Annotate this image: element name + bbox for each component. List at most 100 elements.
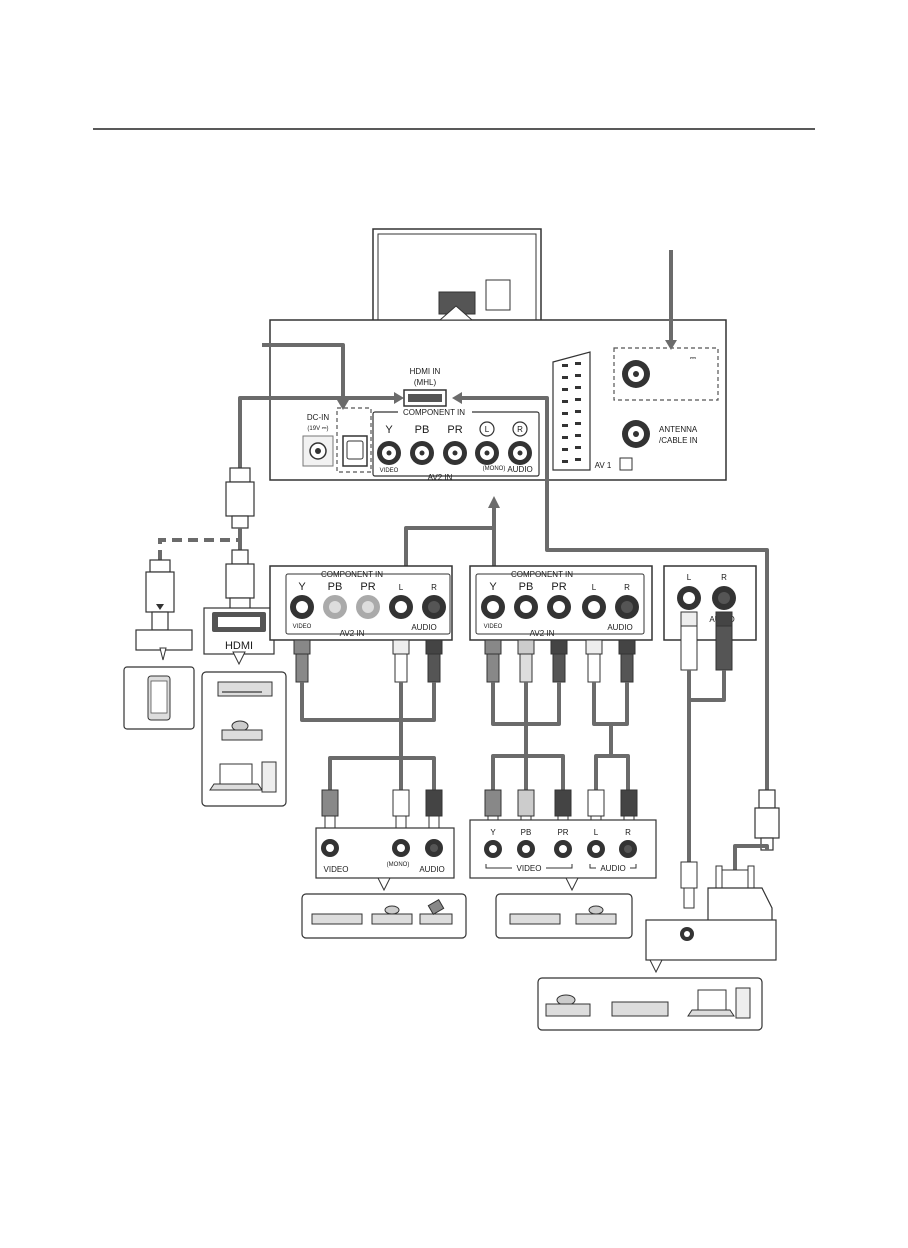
source-a-mono-label: (MONO) — [387, 862, 410, 868]
composite-plugs — [293, 639, 443, 683]
panel2-video-label: VIDEO — [484, 624, 503, 630]
source-a-video-label: VIDEO — [324, 865, 349, 874]
pc-audio-plug-bottom — [680, 861, 698, 909]
hdmi-sources-box — [201, 671, 287, 807]
laptop-icon — [209, 761, 277, 793]
panel2-letter-pr: PR — [551, 581, 566, 593]
hdmi-device-pointer — [232, 651, 246, 666]
pc-audio-panel — [663, 565, 757, 641]
source-a-audio-label: AUDIO — [419, 865, 444, 874]
panel1-letter-y: Y — [298, 581, 306, 593]
tv-video-label: VIDEO — [380, 468, 399, 474]
tv-audio-label: AUDIO — [507, 465, 532, 474]
mhl-label: (MHL) — [414, 378, 437, 387]
tv-port-letter-l: L — [485, 425, 490, 434]
component-plugs — [484, 639, 636, 683]
panel2-letter-r: R — [624, 583, 630, 592]
antenna-label: ANTENNA — [659, 425, 698, 434]
dvd-player-icon — [221, 720, 263, 741]
panel2-component-in-label: COMPONENT IN — [511, 570, 573, 579]
dvd-player-icon — [575, 913, 617, 925]
component-cables-up — [404, 496, 500, 570]
tv-port-letter-pr: PR — [447, 424, 462, 436]
panel3-letter-r: R — [721, 573, 727, 582]
mobile-device-box — [123, 666, 195, 730]
source-b-audio-label: AUDIO — [600, 864, 625, 873]
bluray-player-icon — [509, 913, 561, 925]
mhl-port-box — [135, 629, 193, 651]
tv-av2-in-label: AV2 IN — [428, 473, 453, 482]
pc-tower-icon — [735, 987, 751, 1019]
tv-mono-label: (MONO) — [483, 466, 506, 472]
mobile-pointer — [159, 647, 167, 661]
composite-source-box — [315, 827, 455, 879]
laptop-icon — [697, 989, 727, 1011]
pc-devices-box — [537, 977, 763, 1031]
hdmi-port[interactable] — [403, 389, 447, 407]
dvd-player-icon — [545, 1003, 591, 1017]
pc-source-box — [645, 919, 777, 961]
scart-port[interactable] — [552, 351, 591, 471]
hdmi-device-box — [203, 607, 275, 655]
source-a-pointer — [377, 877, 391, 892]
satellite-jack[interactable] — [622, 360, 650, 388]
component-devices-box — [495, 893, 633, 939]
panel1-component-in-label: COMPONENT IN — [321, 570, 383, 579]
leader-lines — [262, 250, 677, 410]
panel1-letter-l: L — [399, 583, 404, 592]
tv-jack-audio-l[interactable] — [475, 441, 499, 465]
panel2-letter-l: L — [592, 583, 597, 592]
source-b-letter-r: R — [625, 828, 631, 837]
dvd-player-icon — [371, 913, 413, 925]
tv-jack-y-video[interactable] — [377, 441, 401, 465]
source-b-pointer — [565, 877, 579, 892]
optical-highlight — [336, 407, 372, 473]
panel1-letter-pb: PB — [328, 581, 343, 593]
tv-component-group — [372, 408, 540, 477]
hdmi-dvi-cable — [452, 392, 769, 790]
hdmi-dvi-plug — [733, 789, 780, 870]
composite-devices-box — [301, 893, 467, 939]
rca-wires — [300, 670, 726, 870]
av1-label: AV 1 — [595, 461, 612, 470]
tv-jack-pb[interactable] — [410, 441, 434, 465]
dc-in-port[interactable] — [302, 435, 334, 467]
panel2-letter-pb: PB — [519, 581, 534, 593]
hdmi-in-label: HDMI IN — [410, 367, 441, 376]
antenna-jack[interactable] — [622, 420, 650, 448]
panel1-av2-in-label: AV2 IN — [340, 629, 365, 638]
hdmi-box-label: HDMI — [225, 640, 253, 652]
tv-port-letter-r: R — [517, 425, 523, 434]
tv-port-letter-y: Y — [385, 424, 393, 436]
hdmi-cable — [238, 392, 404, 470]
hdmi-plug-bottom — [225, 549, 255, 619]
panel1-audio-label: AUDIO — [411, 623, 436, 632]
tv-component-in-label: COMPONENT IN — [403, 408, 465, 417]
tv-port-letter-pb: PB — [415, 424, 430, 436]
panel1-letter-pr: PR — [360, 581, 375, 593]
panel2-audio-label: AUDIO — [607, 623, 632, 632]
satellite-highlight — [613, 347, 719, 401]
panel1-video-label: VIDEO — [293, 624, 312, 630]
source-b-letter-pb: PB — [521, 828, 532, 837]
source-b-letter-y: Y — [490, 828, 496, 837]
bluray-player-icon — [217, 681, 273, 697]
dc-in-label: DC-IN — [307, 413, 329, 422]
mhl-dashed-cable — [158, 538, 240, 560]
av1-icon — [619, 457, 633, 471]
bluray-player-icon — [611, 1001, 669, 1017]
camcorder-icon — [419, 913, 453, 925]
source-b-video-label: VIDEO — [517, 864, 542, 873]
panel3-letter-l: L — [687, 573, 692, 582]
satellite-dc-symbol: ⎓ — [690, 353, 697, 362]
tv-jack-audio-r[interactable] — [508, 441, 532, 465]
optical-port[interactable] — [342, 435, 368, 467]
bluray-player-icon — [311, 913, 363, 925]
dc-voltage-label: (19V ⎓) — [307, 426, 328, 432]
source-b-letter-pr: PR — [557, 828, 568, 837]
pc-audio-plugs — [680, 611, 733, 671]
source-b-letter-l: L — [594, 828, 599, 837]
tv-jack-pr[interactable] — [443, 441, 467, 465]
panel2-av2-in-label: AV2 IN — [530, 629, 555, 638]
